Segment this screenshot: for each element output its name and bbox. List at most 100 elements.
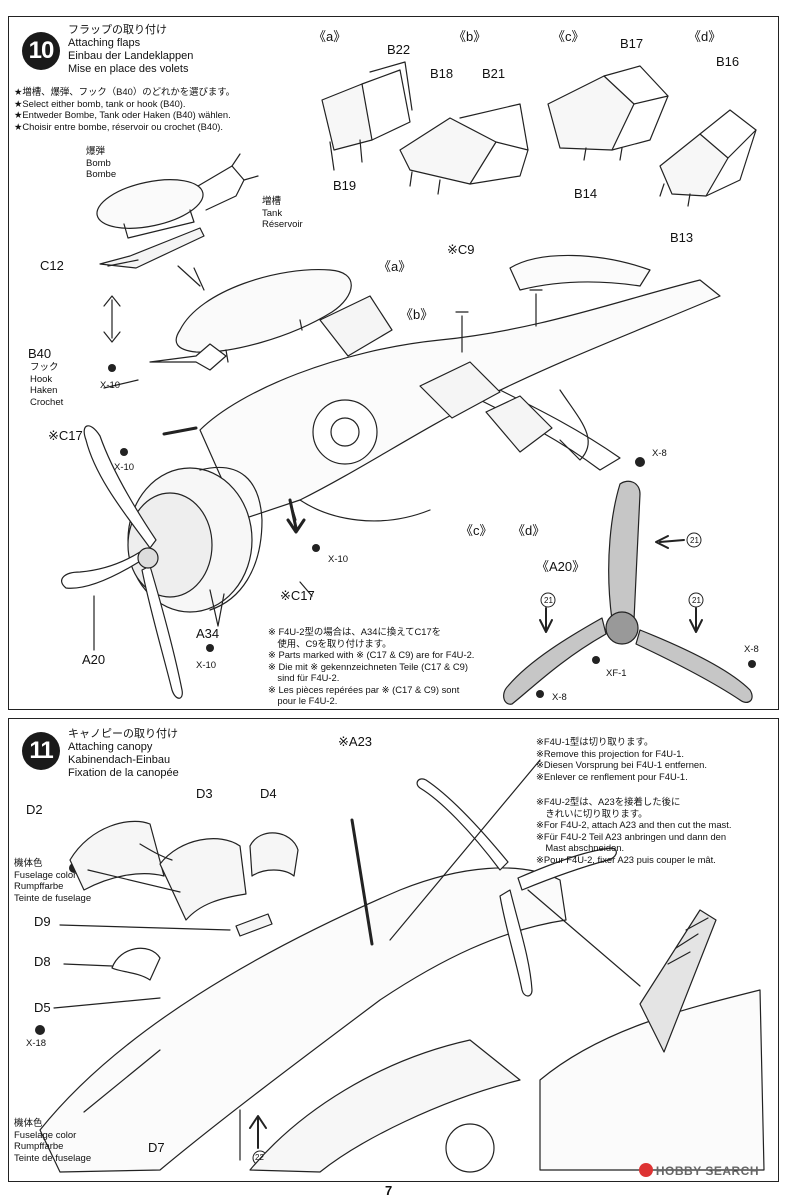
title-en: Attaching canopy <box>68 741 153 753</box>
footnote-line: ※ Parts marked with ※ (C17 & C9) are for… <box>268 649 475 660</box>
reference-number: 22 <box>255 1153 264 1162</box>
part-label-d9: D9 <box>34 914 51 929</box>
title-de: Kabinendach-Einbau <box>68 754 171 766</box>
reference-number: 21 <box>690 536 699 545</box>
title-fr: Mise en place des volets <box>68 63 189 75</box>
title-jp: フラップの取り付け <box>68 24 167 36</box>
drop-tank <box>175 268 352 363</box>
note-line: ★Entweder Bombe, Tank oder Haken (B40) w… <box>14 109 231 120</box>
canopy-part-d4 <box>249 832 299 877</box>
leader-line <box>63 963 113 967</box>
part-label-c17: ※C17 <box>280 588 315 603</box>
part-label-d5: D5 <box>34 1000 51 1015</box>
part-label: B14 <box>574 186 598 201</box>
motion-arrow <box>162 426 198 436</box>
screw-label: X-8 <box>552 692 567 703</box>
cutting-knife <box>639 909 717 1053</box>
label-line: 増槽 <box>262 196 282 207</box>
reference-number: 21 <box>544 596 553 605</box>
footnote-line: ※ F4U-2型の場合は、A34に換えてC17を <box>268 626 442 637</box>
step-number-badge: 11 <box>22 732 60 770</box>
hook-label: フック Hook Haken Crochet <box>30 362 63 408</box>
part-label-a20-detail: 《A20》 <box>536 559 586 574</box>
variant-label-b: 《b》 <box>453 29 487 44</box>
note-line: ※Pour F4U-2, fixer A23 puis couper le mâ… <box>536 853 716 865</box>
flap-variant-a <box>321 61 413 171</box>
variant-label-d: 《d》 <box>512 523 546 538</box>
flap-variant-d <box>659 109 757 207</box>
label-line: Crochet <box>30 396 64 408</box>
footnote-line: pour le F4U-2. <box>268 695 338 706</box>
note-line: ★Select either bomb, tank or hook (B40). <box>14 97 186 109</box>
part-label-a34: A34 <box>196 626 220 641</box>
label-line: Bomb <box>86 157 111 169</box>
part-label-d7: D7 <box>148 1140 165 1155</box>
flap-variant-c <box>547 65 669 161</box>
title-fr: Fixation de la canopée <box>68 767 179 779</box>
attach-arrow <box>149 343 227 371</box>
installed-flap-d <box>485 395 553 453</box>
variant-label-b: 《b》 <box>400 307 434 322</box>
attach-arrow <box>139 843 173 861</box>
variant-label-a: 《a》 <box>313 29 347 44</box>
label-line: Haken <box>30 385 58 396</box>
screw-label: X-10 <box>100 380 121 391</box>
note-line: ※F4U-1型は切り取ります。 <box>536 736 654 747</box>
note-line: ※Für F4U-2 Teil A23 anbringen und dann d… <box>536 830 727 842</box>
canopy-part-d3 <box>159 838 247 921</box>
title-jp: キャノピーの取り付け <box>68 728 178 740</box>
label-line: Tank <box>262 207 283 219</box>
label-line: Teinte de fuselage <box>14 1152 92 1164</box>
leader-line <box>87 869 181 893</box>
label-line: Fuselage color <box>14 1129 77 1141</box>
label-line: Réservoir <box>262 219 303 230</box>
watermark-text: HOBBY SEARCH <box>655 1164 759 1178</box>
watermark: HOBBY SEARCH <box>638 1163 759 1178</box>
note-line: Mast abschneiden. <box>536 842 625 853</box>
note-line: ★増槽、爆弾、フック（B40）のどれかを選びます。 <box>14 86 236 97</box>
label-line: Fuselage color <box>14 869 77 881</box>
part-label: B19 <box>333 178 357 193</box>
up-arrow <box>249 1115 267 1149</box>
part-label-c17: ※C17 <box>48 428 83 443</box>
propeller-detail-a20 <box>503 480 753 705</box>
bomb-label: 爆弾 Bomb Bombe <box>86 146 116 181</box>
step-10-panel <box>8 16 779 710</box>
mast-a23 <box>350 818 374 946</box>
c9-pin <box>455 311 469 353</box>
wing <box>249 1039 521 1173</box>
part-label: B13 <box>670 230 694 245</box>
fuselage-color-label: 機体色 Fuselage color Rumpffarbe Teinte de … <box>14 1118 91 1164</box>
leader-line <box>527 889 641 987</box>
variant-label-c: 《c》 <box>552 29 585 44</box>
selection-notes: ★増槽、爆弾、フック（B40）のどれかを選びます。 ★Select either… <box>14 86 235 132</box>
installed-flap-b <box>319 295 393 357</box>
flap-variant-b <box>399 103 529 195</box>
leader-line <box>53 997 161 1009</box>
label-line: Rumpffarbe <box>14 1141 64 1152</box>
label-line: フック <box>30 362 59 373</box>
footnote-line: ※ Les pièces repérées par ※ (C17 & C9) s… <box>268 683 460 695</box>
leader-line <box>83 1049 161 1113</box>
step-number-badge: 10 <box>22 32 60 70</box>
note-line: ※Remove this projection for F4U-1. <box>536 747 685 759</box>
reference-number: 21 <box>692 596 701 605</box>
part-d9 <box>235 913 273 937</box>
landing-wheel <box>445 1123 495 1173</box>
variant-label-d: 《d》 <box>688 29 722 44</box>
leader-line <box>59 924 231 931</box>
double-arrow <box>103 295 121 343</box>
knife-ridges <box>667 917 709 965</box>
step-11-panel <box>8 718 779 1182</box>
propeller-a20 <box>61 425 183 699</box>
part-label: B22 <box>387 42 411 57</box>
label-line: 機体色 <box>14 858 43 869</box>
note-line: ★Choisir entre bombe, réservoir ou croch… <box>14 120 224 132</box>
label-line: Hook <box>30 373 53 385</box>
part-label-c9: ※C9 <box>447 242 475 257</box>
screw-label: X-18 <box>26 1038 47 1049</box>
variant-label-c: 《c》 <box>460 523 493 538</box>
step-title: フラップの取り付け Attaching flaps Einbau der Lan… <box>68 24 193 76</box>
note-line: ※Diesen Vorsprung bei F4U-1 entfernen. <box>536 759 707 770</box>
